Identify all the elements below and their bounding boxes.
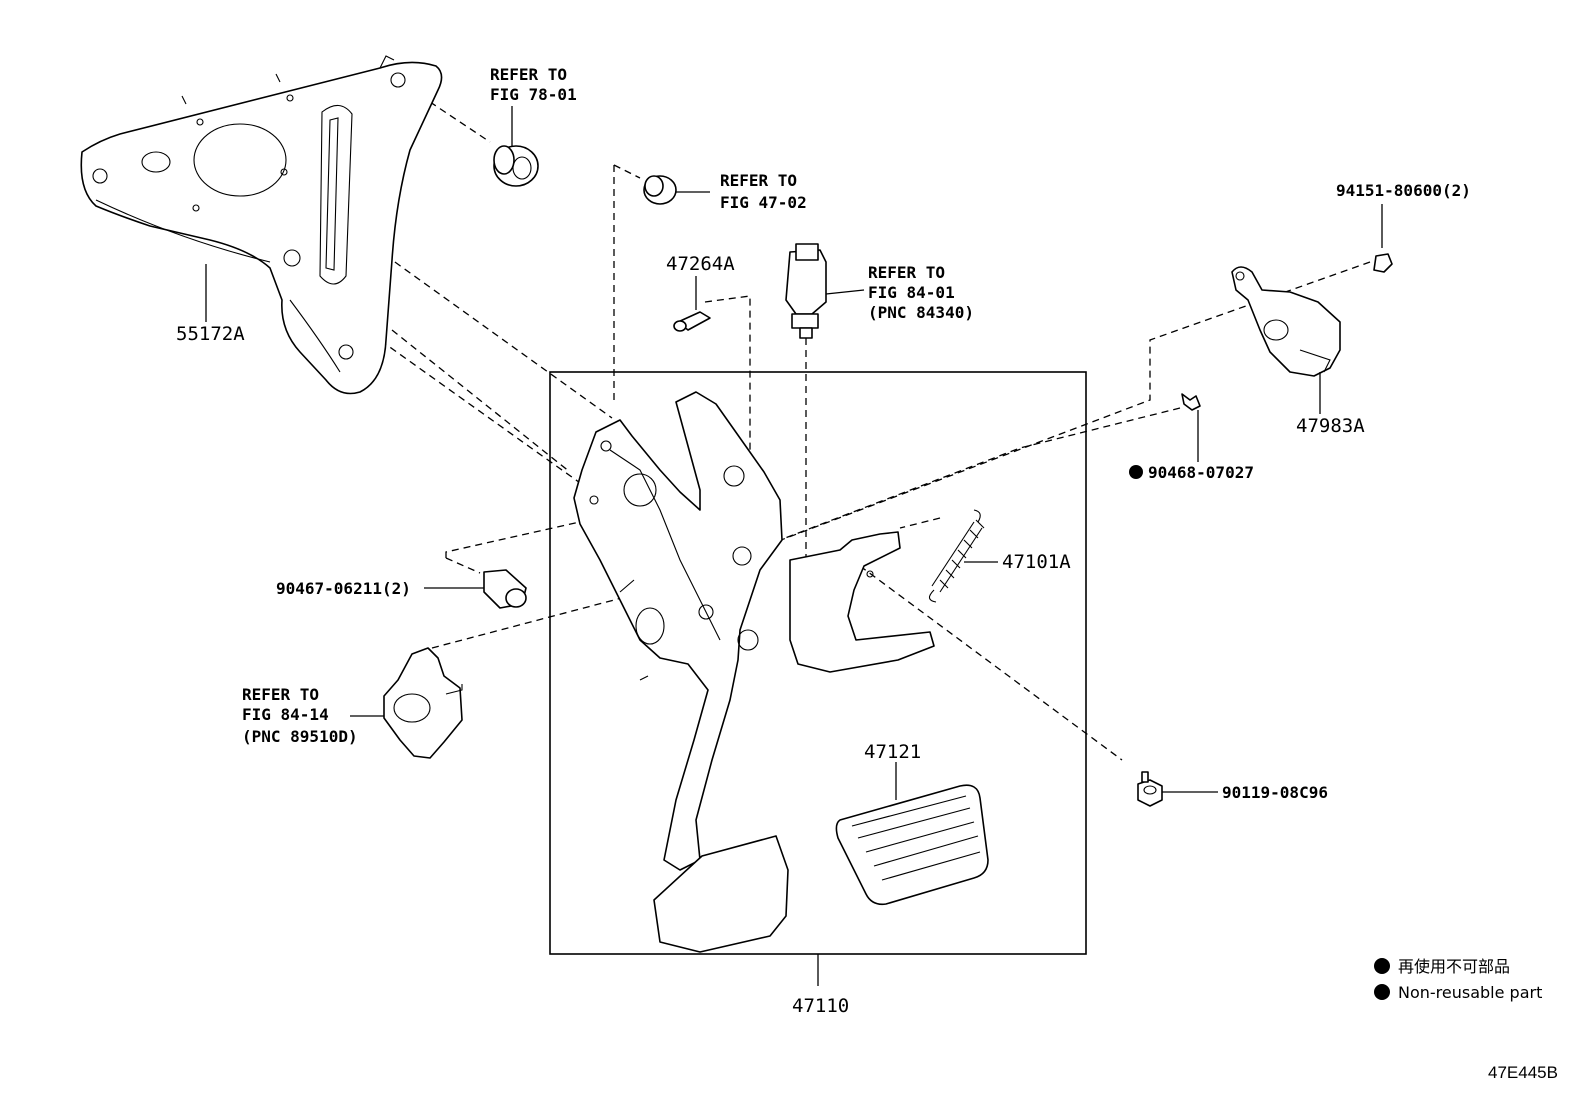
label-90119: 90119-08C96 [1222,783,1328,802]
label-refer-47-02: REFER TO FIG 47-02 [720,171,807,212]
label-47264a: 47264A [666,253,735,275]
legend-marker-icon-2 [1374,984,1390,1000]
bolt-90119-icon [1137,771,1163,807]
pedal-pad-47121 [835,784,989,906]
label-47983a: 47983A [1296,415,1365,437]
cushion-icon [643,175,677,205]
label-refer-84-14: REFER TO FIG 84-14 (PNC 89510D) [242,685,358,746]
pedal-arm-assembly [573,391,935,953]
bracket-plate-55172a [80,55,443,395]
nut-icon [1373,253,1393,273]
label-55172a: 55172A [176,323,245,345]
label-94151: 94151-80600(2) [1336,181,1471,200]
label-refer-84-01: REFER TO FIG 84-01 (PNC 84340) [868,263,974,322]
label-90467: 90467-06211(2) [276,579,411,598]
diagram-code: 47E445B [1488,1063,1558,1082]
pin-icon [673,311,711,332]
label-47110: 47110 [792,995,849,1017]
label-90468: 90468-07027 [1148,463,1254,482]
stroke-sensor-icon [383,647,463,759]
non-reusable-marker-icon [1129,465,1143,479]
legend-marker-icon [1374,958,1390,974]
grommet-icon [493,145,539,187]
leader-refer-84-01 [825,289,865,295]
sensor-90467-icon [483,569,527,609]
dashed-guides [194,81,1371,761]
spring-icon [928,509,985,603]
legend-line-1: 再使用不可部品 [1398,957,1510,976]
label-47121: 47121 [864,741,921,763]
label-47101a: 47101A [1002,551,1071,573]
label-refer-78-01: REFER TO FIG 78-01 [490,65,577,104]
legend-line-2: Non-reusable part [1398,983,1542,1002]
legend: 再使用不可部品 Non-reusable part [1374,957,1542,1002]
stop-lamp-switch-icon [785,243,827,339]
clip-icon [1181,393,1201,411]
sensor-bracket-47983a [1231,266,1341,377]
